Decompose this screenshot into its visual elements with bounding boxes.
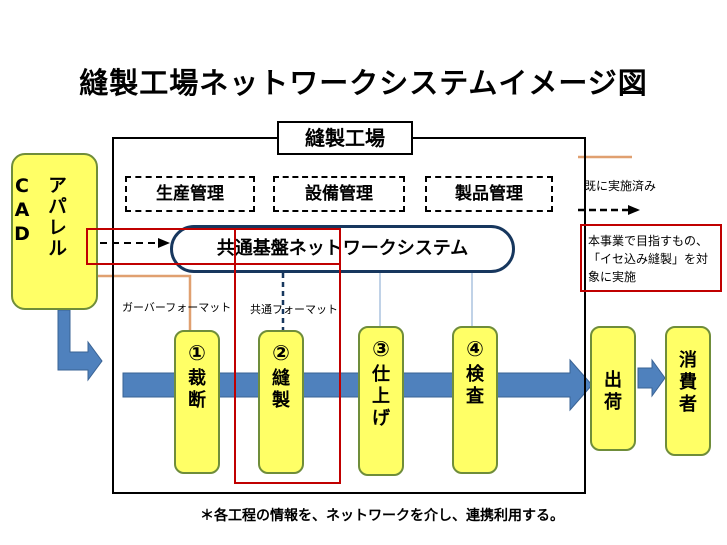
step-number: ②	[272, 341, 290, 365]
legend-target-box: 本事業で目指すもの、「イセ込み縫製」を対象に実施	[580, 224, 722, 292]
step-label: 裁断	[188, 368, 206, 411]
step-number: ③	[372, 337, 390, 361]
consumer-label: 消費者	[679, 350, 697, 415]
step-label: 仕上げ	[372, 364, 390, 429]
shipment-box: 出荷	[590, 326, 636, 451]
ship-to-consumer-arrow	[637, 358, 666, 398]
common-network-system: 共通基盤ネットワークシステム	[170, 225, 515, 273]
step-cutting: ① 裁断	[174, 330, 220, 474]
step-number: ④	[466, 337, 484, 361]
gerber-format-label: ガーバーフォーマット	[122, 301, 232, 314]
product-management-box: 製品管理	[425, 176, 553, 212]
step-label: 検査	[466, 364, 484, 407]
footnote: ＊各工程の情報を、ネットワークを介し、連携利用する。	[200, 508, 564, 524]
page-title: 縫製工場ネットワークシステムイメージ図	[79, 66, 648, 100]
apparel-cad-box: アパレルCAD	[11, 153, 98, 310]
legend-implemented: 既に実施済み	[584, 179, 657, 193]
step-inspection: ④ 検査	[452, 326, 498, 474]
shipment-label: 出荷	[604, 370, 622, 413]
step-finishing: ③ 仕上げ	[358, 326, 404, 476]
legend-target-text: 本事業で目指すもの、「イセ込み縫製」を対象に実施	[588, 234, 709, 284]
target-scope-box-vertical	[234, 228, 341, 484]
equipment-management-box: 設備管理	[273, 176, 405, 212]
factory-label: 縫製工場	[277, 121, 413, 155]
apparel-cad-label: アパレルCAD	[11, 175, 67, 259]
step-sewing: ② 縫製	[258, 330, 304, 474]
common-format-label: 共通フォーマット	[250, 303, 338, 316]
consumer-box: 消費者	[665, 326, 711, 456]
step-number: ①	[188, 341, 206, 365]
step-label: 縫製	[272, 368, 290, 411]
implemented-line	[98, 274, 192, 332]
production-management-box: 生産管理	[125, 176, 255, 212]
cad-flow-arrow	[57, 309, 103, 382]
